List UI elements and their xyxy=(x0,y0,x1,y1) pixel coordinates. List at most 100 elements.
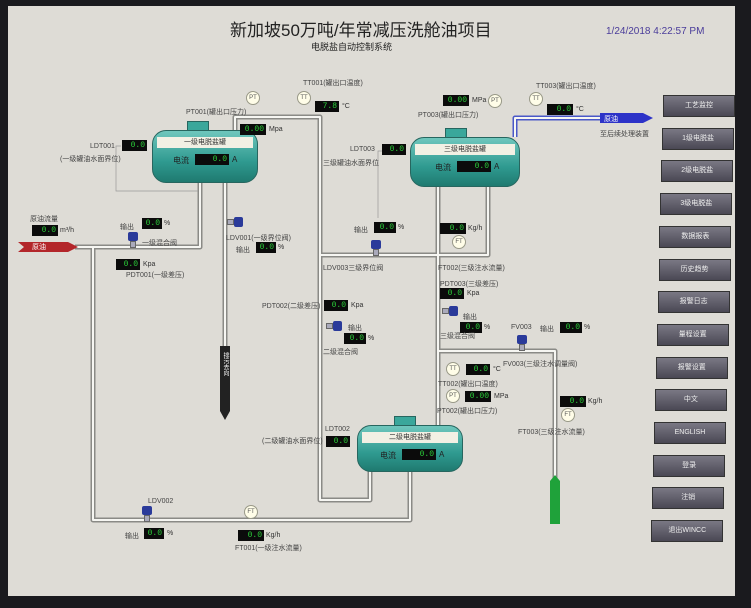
tank-1[interactable]: 一级电脱盐罐 电流 0.0 A xyxy=(152,121,258,183)
pdt001-label: PDT001(一级差压) xyxy=(126,272,185,279)
crude-out-arrow xyxy=(600,113,653,123)
nav-button-process-monitor[interactable]: 工艺监控 xyxy=(663,95,735,117)
tt003-value: 0.0 xyxy=(547,104,573,115)
mv1-output-value: 0.0 xyxy=(142,218,162,229)
pdt002-label: PDT002(二级差压) xyxy=(262,303,321,310)
mv1-output-label: 输出 xyxy=(120,224,134,231)
mv3-output-value: 0.0 xyxy=(460,322,482,333)
fv003-output-label: 输出 xyxy=(540,326,554,333)
nav-button-exit-wincc[interactable]: 退出WINCC xyxy=(651,520,724,543)
pipe-crude-out xyxy=(512,115,600,137)
ldv003-output-label: 输出 xyxy=(354,227,368,234)
drain-label: 排污去向 xyxy=(222,352,228,376)
scada-screen: 新加坡50万吨/年常减压洗舱油项目 电脱盐自动控制系统 1/24/2018 4:… xyxy=(8,6,735,596)
tt001-indicator[interactable]: TT xyxy=(297,91,311,105)
nav-button-desalter-3[interactable]: 3级电脱盐 xyxy=(660,193,733,216)
tank-2-name: 二级电脱盐罐 xyxy=(362,432,458,443)
nav-button-logout[interactable]: 注销 xyxy=(652,487,725,510)
pt001-indicator[interactable]: PT xyxy=(246,91,260,105)
datetime: 1/24/2018 4:22:57 PM xyxy=(606,26,705,37)
tt003-label: TT003(罐出口温度) xyxy=(536,83,596,90)
pt003-indicator[interactable]: PT xyxy=(488,94,502,108)
unit: A xyxy=(232,155,238,164)
pt003-value: 0.00 xyxy=(443,95,469,106)
mixing-valve-2-icon[interactable] xyxy=(326,320,342,332)
ldv003-valve-icon[interactable] xyxy=(370,240,382,256)
nav-button-login[interactable]: 登录 xyxy=(653,454,726,477)
ldv003-label: LDV003三级界位阀 xyxy=(323,265,384,272)
nav-button-alarm-log[interactable]: 报警日志 xyxy=(657,291,730,314)
tank-1-current: 0.0 xyxy=(195,154,229,165)
tank-1-name: 一级电脱盐罐 xyxy=(157,137,253,148)
current-label: 电流 xyxy=(380,451,396,460)
nav-button-english[interactable]: ENGLISH xyxy=(654,422,726,444)
crude-in-arrow xyxy=(18,242,78,252)
ldt002-tag: LDT002 xyxy=(325,426,350,433)
ldv001-valve-icon[interactable] xyxy=(227,216,243,228)
nav-button-desalter-1[interactable]: 1级电脱盐 xyxy=(662,127,735,150)
unit: % xyxy=(484,324,491,331)
tt002-value: 0.0 xyxy=(466,364,490,375)
pdt003-value: 0.0 xyxy=(440,288,464,299)
page-title: 新加坡50万吨/年常减压洗舱油项目 xyxy=(230,21,492,40)
ft001-indicator[interactable]: FT xyxy=(244,505,258,519)
mv2-label: 二级混合阀 xyxy=(323,349,358,356)
ft001-label: FT001(一级注水流量) xyxy=(235,545,302,552)
tank-3[interactable]: 三级电脱盐罐 电流 0.0 A xyxy=(410,128,520,187)
water-inlet-3 xyxy=(550,475,560,524)
mixing-valve-3-icon[interactable] xyxy=(442,305,458,317)
ldv002-valve-icon[interactable] xyxy=(141,506,153,522)
fv003-valve-icon[interactable] xyxy=(516,335,528,351)
ldv001-label: LDV001(一级界位阀) xyxy=(226,235,291,242)
crude-out-label: 原油 xyxy=(604,116,618,123)
pipe-wash-water-1 xyxy=(90,247,413,523)
tt003-indicator[interactable]: TT xyxy=(529,92,543,106)
tank-2-current: 0.0 xyxy=(402,449,436,460)
pdt001-value: 0.0 xyxy=(116,259,140,270)
current-label: 电流 xyxy=(173,156,189,165)
fv003-output-value: 0.0 xyxy=(560,322,582,333)
unit: % xyxy=(398,224,405,231)
nav-button-data-report[interactable]: 数据报表 xyxy=(659,225,732,248)
ft003-indicator[interactable]: FT xyxy=(561,408,575,422)
ldv003-output-value: 0.0 xyxy=(374,222,396,233)
unit: °C xyxy=(342,103,350,110)
ldt001-tag: LDT001 xyxy=(90,143,115,150)
nav-button-range-settings[interactable]: 量程设置 xyxy=(656,323,729,346)
fv003-label: FV003(三级注水调量阀) xyxy=(503,361,578,368)
unit: MPa xyxy=(472,97,487,104)
unit: % xyxy=(164,220,171,227)
unit: m³/h xyxy=(60,227,74,234)
unit: Kpa xyxy=(143,261,156,268)
nav-button-alarm-settings[interactable]: 报警设置 xyxy=(655,356,728,379)
nav-button-chinese[interactable]: 中文 xyxy=(654,389,727,412)
pt002-label: PT002(罐出口压力) xyxy=(437,408,498,415)
tt002-indicator[interactable]: TT xyxy=(446,362,460,376)
mv1-label: 一级混合阀 xyxy=(142,240,177,247)
ft002-indicator[interactable]: FT xyxy=(452,235,466,249)
unit: Kpa xyxy=(467,290,480,297)
ldv002-output-value: 0.0 xyxy=(144,528,164,539)
unit: °C xyxy=(493,366,501,373)
ldt002-value: 0.0 xyxy=(326,436,350,447)
mv3-label: 三级混合阀 xyxy=(440,333,475,340)
crude-flow-value: 0.0 xyxy=(32,225,58,236)
mv2-output-label: 输出 xyxy=(348,325,362,332)
ft003-label: FT003(三级注水流量) xyxy=(518,429,585,436)
ldt003-tag: LDT003 xyxy=(350,146,375,153)
mixing-valve-1-icon[interactable] xyxy=(127,232,139,248)
ft002-value: 0.0 xyxy=(440,223,466,234)
unit: MPa xyxy=(494,393,509,400)
pt002-indicator[interactable]: PT xyxy=(446,389,460,403)
unit: Kg/h xyxy=(468,225,483,232)
nav-button-desalter-2[interactable]: 2级电脱盐 xyxy=(661,160,734,183)
tank-3-name: 三级电脱盐罐 xyxy=(415,144,515,155)
pipe-network xyxy=(18,113,653,524)
unit: Kpa xyxy=(351,302,364,309)
ldt003-value: 0.0 xyxy=(382,144,406,155)
ldv001-output-label: 输出 xyxy=(236,247,250,254)
tank-2[interactable]: 二级电脱盐罐 电流 0.0 A xyxy=(357,416,463,472)
pt002-value: 0.00 xyxy=(465,391,491,402)
ldt002-label: (二级罐油水面界位) xyxy=(262,438,323,445)
nav-button-history-trend[interactable]: 历史趋势 xyxy=(658,258,731,281)
